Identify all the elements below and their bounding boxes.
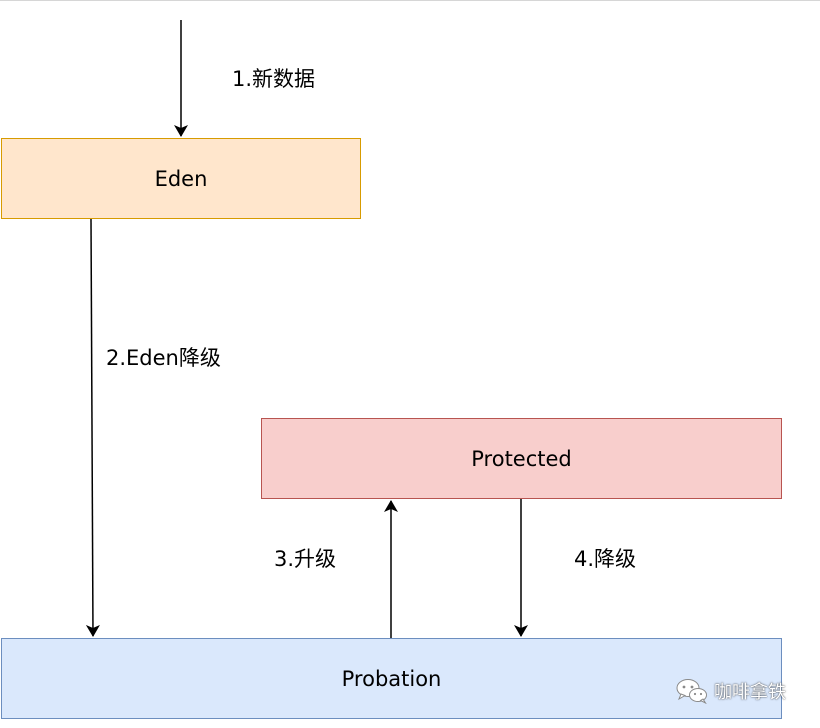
eden-box: Eden (1, 138, 361, 219)
protected-label: Protected (471, 446, 572, 471)
wechat-icon (676, 679, 707, 704)
protected-box: Protected (261, 418, 782, 499)
watermark: 咖啡拿铁 (676, 678, 786, 704)
probation-box: Probation (1, 638, 782, 719)
arrow-eden-demote (85, 218, 100, 637)
top-border (0, 0, 820, 1)
edge-label-demote: 4.降级 (574, 547, 637, 571)
eden-label: Eden (154, 166, 208, 191)
probation-label: Probation (341, 666, 442, 691)
edge-label-eden-demote: 2.Eden降级 (106, 346, 221, 370)
edge-label-new-data: 1.新数据 (232, 67, 316, 91)
watermark-text: 咖啡拿铁 (714, 682, 786, 703)
edge-label-promote: 3.升级 (274, 547, 337, 571)
